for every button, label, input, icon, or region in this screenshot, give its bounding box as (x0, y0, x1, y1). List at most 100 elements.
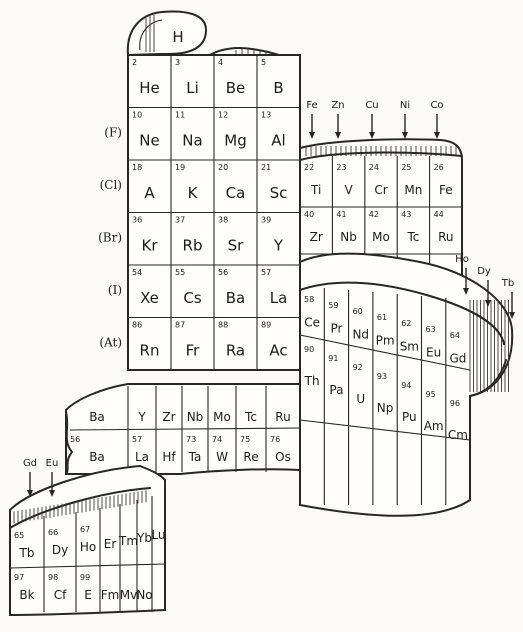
element-symbol: Dy (52, 543, 68, 557)
element-symbol: Nb (187, 410, 204, 424)
element-symbol: Tc (406, 230, 419, 244)
left-arrow-label: Eu (46, 458, 59, 469)
bottom-strip-cell: Fm (101, 588, 120, 602)
lower-band-cell: Y (137, 410, 146, 424)
element-symbol: Gd (449, 352, 466, 366)
element-symbol: Mn (404, 183, 422, 197)
atomic-number: 55 (175, 268, 185, 277)
element-symbol: Yb (136, 531, 152, 545)
atomic-number: 37 (175, 216, 185, 225)
atomic-number: 67 (80, 525, 90, 534)
element-symbol: Eu (426, 346, 441, 360)
element-symbol: Al (271, 131, 285, 149)
element-symbol: Rb (183, 236, 203, 254)
element-symbol: Ne (139, 131, 159, 149)
side-label: (Br) (98, 230, 122, 244)
element-symbol: Sc (270, 184, 288, 202)
element-symbol: Zr (162, 410, 175, 424)
atomic-number: 98 (48, 573, 58, 582)
element-symbol: Ca (226, 184, 246, 202)
atomic-number: 4 (218, 58, 223, 67)
right-arrow-label: Dy (477, 266, 491, 277)
atomic-number: 36 (132, 216, 142, 225)
element-symbol: Pr (330, 322, 342, 336)
element-symbol: Pa (329, 383, 343, 397)
halogen-labels: (F)(Cl)(Br)(I)(At) (98, 125, 122, 349)
element-symbol: Be (226, 79, 246, 97)
element-symbol: Er (104, 537, 117, 551)
element-symbol: Na (182, 131, 202, 149)
atomic-number: 74 (212, 435, 222, 444)
element-symbol: Ac (269, 341, 287, 359)
top-arrow-label: Cu (365, 100, 378, 111)
right-arrow-label: Ho (455, 254, 469, 265)
atomic-number: 94 (401, 381, 411, 390)
atomic-number: 97 (14, 573, 24, 582)
atomic-number: 58 (304, 295, 314, 304)
element-symbol: V (344, 183, 353, 197)
element-symbol: La (135, 450, 149, 464)
side-label: (At) (99, 335, 122, 349)
element-symbol: Cs (183, 289, 201, 307)
element-symbol: Tm (118, 534, 138, 548)
element-symbol: Cr (374, 183, 387, 197)
atomic-number: 96 (450, 399, 460, 408)
atomic-number: 93 (377, 372, 387, 381)
atomic-number: 44 (434, 210, 444, 219)
element-symbol: No (136, 588, 152, 602)
top-arrow-head (309, 132, 315, 139)
lower-band-cell: Ru (275, 410, 290, 424)
element-symbol: Pu (402, 410, 417, 424)
atomic-number: 18 (132, 163, 142, 172)
atomic-number: 41 (336, 210, 346, 219)
atomic-number: 60 (353, 307, 363, 316)
atomic-number: 59 (328, 301, 338, 310)
element-symbol: A (144, 184, 155, 202)
element-symbol: Mo (372, 230, 390, 244)
top-arrow-label: Zn (331, 100, 344, 111)
element-symbol: Os (275, 450, 291, 464)
bottom-strip-cell: Yb (136, 531, 152, 545)
atomic-number: 54 (132, 268, 142, 277)
top-arrow-head (335, 132, 341, 139)
atomic-number: 43 (401, 210, 411, 219)
element-symbol: Zr (310, 230, 323, 244)
element-symbol: Pm (376, 334, 395, 348)
atomic-number: 62 (401, 319, 411, 328)
element-symbol: Tc (244, 410, 257, 424)
top-arrow-label: Ni (400, 100, 410, 111)
top-arrow-label: Fe (306, 100, 317, 111)
element-symbol: Fm (101, 588, 120, 602)
element-symbol: E (84, 588, 92, 602)
atomic-number: 63 (426, 325, 436, 334)
atomic-number: 3 (175, 58, 180, 67)
element-symbol: Ta (188, 450, 202, 464)
element-symbol: Tb (19, 546, 35, 560)
atomic-number: 87 (175, 321, 185, 330)
atomic-number: 26 (434, 163, 444, 172)
atomic-number: 75 (240, 435, 250, 444)
element-symbol: Nb (340, 230, 357, 244)
atomic-number: 66 (48, 528, 58, 537)
bottom-strip-cell: Er (104, 537, 117, 551)
atomic-number: 25 (401, 163, 411, 172)
atomic-number: 19 (175, 163, 185, 172)
top-arrow-head (402, 132, 408, 139)
bottom-strip-cell: Mv (120, 588, 137, 602)
atomic-number: 56 (70, 435, 80, 444)
atomic-number: 2 (132, 58, 137, 67)
side-label: (I) (108, 283, 122, 297)
atomic-number: 64 (450, 331, 460, 340)
atomic-number: 89 (261, 321, 271, 330)
element-h: H (172, 28, 183, 46)
bottom-strip-cell: No (136, 588, 152, 602)
element-symbol: Sm (400, 340, 419, 354)
atomic-number: 22 (304, 163, 314, 172)
atomic-number: 76 (270, 435, 280, 444)
element-symbol: Am (424, 419, 444, 433)
element-symbol: Ra (226, 341, 245, 359)
atomic-number: 91 (328, 354, 338, 363)
